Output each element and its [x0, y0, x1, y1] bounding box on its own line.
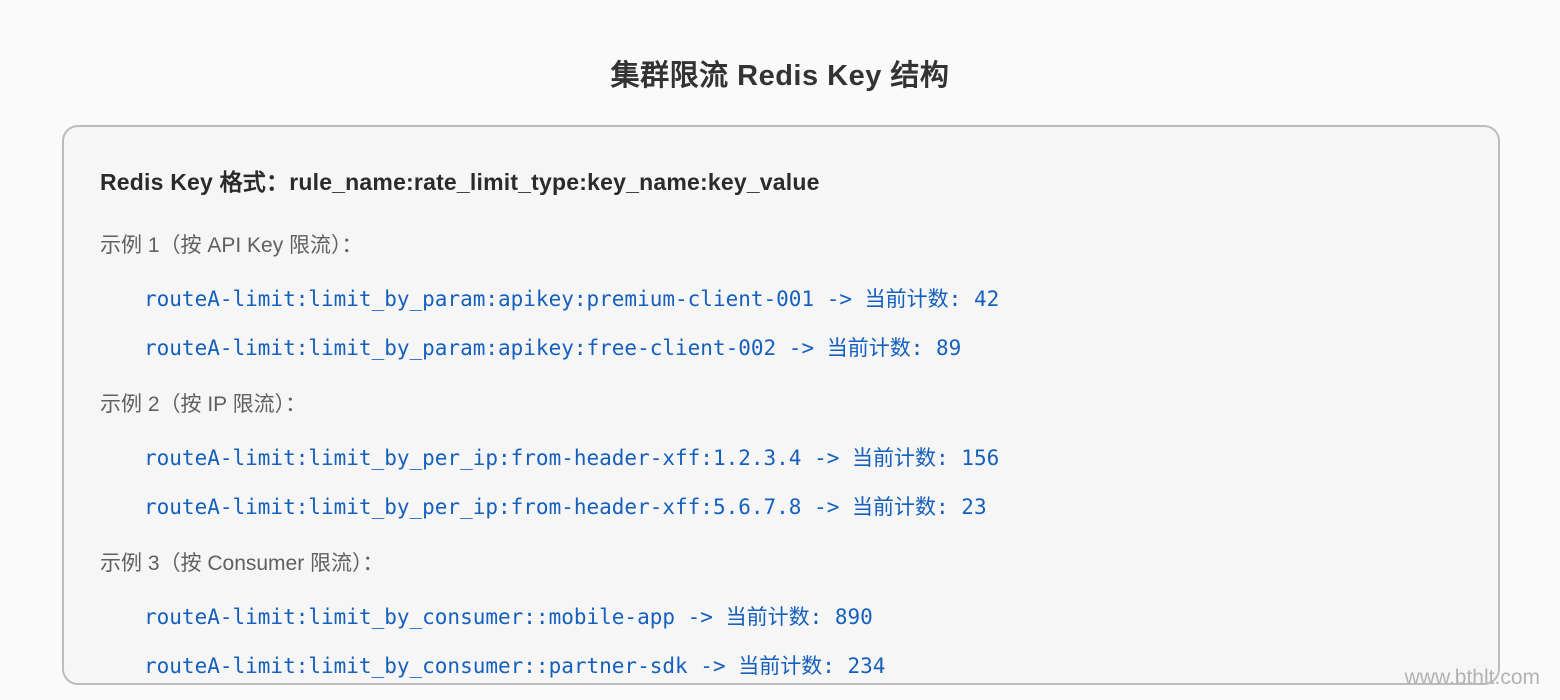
example-group-ip: 示例 2（按 IP 限流）： routeA-limit:limit_by_per… — [100, 388, 1462, 521]
redis-key-entry: routeA-limit:limit_by_consumer::mobile-a… — [144, 605, 873, 629]
example-group-consumer: 示例 3（按 Consumer 限流）： routeA-limit:limit_… — [100, 547, 1462, 680]
redis-key-entry: routeA-limit:limit_by_consumer::partner-… — [144, 654, 886, 678]
example-group-api-key: 示例 1（按 API Key 限流）： routeA-limit:limit_b… — [100, 229, 1462, 362]
watermark: www.bthlt.com — [1404, 666, 1540, 689]
redis-key-entry: routeA-limit:limit_by_per_ip:from-header… — [144, 495, 987, 519]
example-label: 示例 3（按 Consumer 限流）： — [100, 552, 384, 575]
redis-key-entry: routeA-limit:limit_by_param:apikey:premi… — [144, 287, 1000, 311]
redis-key-format-line: Redis Key 格式：rule_name:rate_limit_type:k… — [100, 169, 820, 195]
redis-key-entry: routeA-limit:limit_by_per_ip:from-header… — [144, 446, 1000, 470]
page-title: 集群限流 Redis Key 结构 — [610, 60, 950, 92]
redis-key-panel: Redis Key 格式：rule_name:rate_limit_type:k… — [62, 125, 1500, 685]
example-label: 示例 2（按 IP 限流）： — [100, 393, 307, 416]
redis-key-entry: routeA-limit:limit_by_param:apikey:free-… — [144, 336, 962, 360]
example-label: 示例 1（按 API Key 限流）： — [100, 234, 363, 257]
